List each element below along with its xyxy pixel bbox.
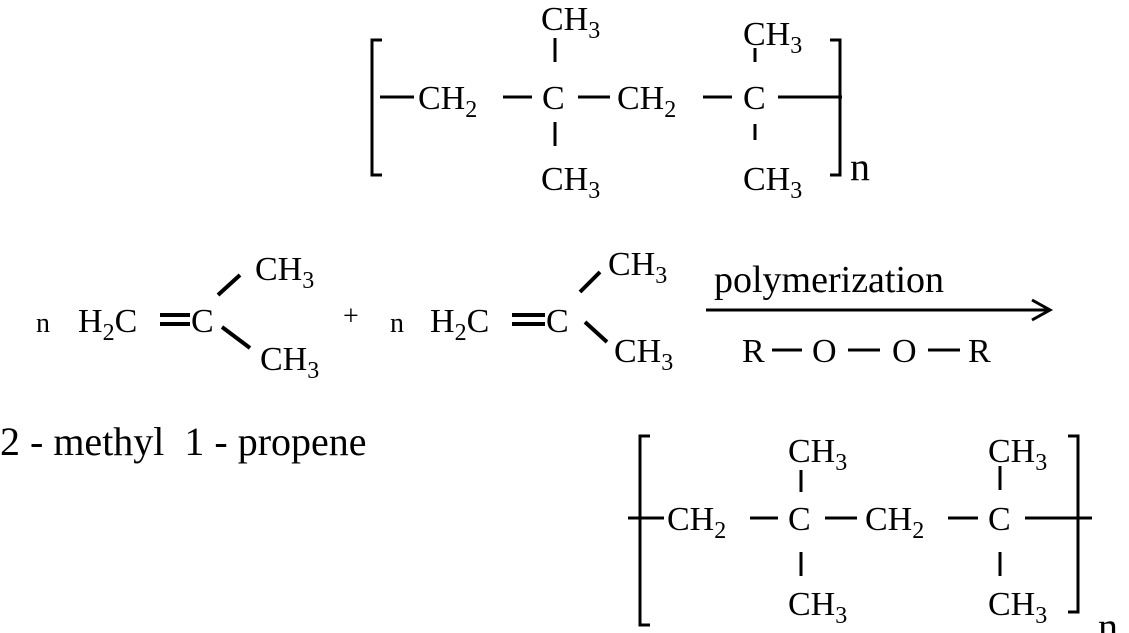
right-bracket [830,38,842,177]
methyl-group: CH3 [743,161,802,204]
polymerization-label: polymerization [714,259,944,301]
repeat-count-n: n [1098,604,1118,633]
monomer-1: n H2C C CH3 CH3 [36,251,319,384]
arrow-head [1031,298,1054,322]
r-group: R [968,333,991,370]
repeat-count-n: n [850,144,870,189]
h2c-group: H2C [430,303,489,346]
methyl-group: CH3 [788,586,847,629]
right-bracket [1068,434,1080,614]
carbon: C [988,501,1011,538]
coefficient-n: n [36,308,50,339]
methyl-group: CH3 [988,433,1047,476]
methyl-group: CH3 [608,246,667,289]
polymer-structure-bottom: CH2 C CH2 C CH3 CH3 CH3 CH3 n [628,433,1118,633]
carbon: C [788,501,811,538]
methyl-group: CH3 [988,586,1047,629]
methyl-group: CH3 [260,341,319,384]
ch2-group: CH2 [667,501,726,544]
carbon: C [546,303,569,340]
r-group: R [742,333,765,370]
methyl-group: CH3 [788,433,847,476]
bond [220,325,252,350]
oxygen: O [812,333,837,370]
carbon: C [743,80,766,117]
oxygen: O [892,333,917,370]
reaction-arrow: polymerization R O O R [706,259,1054,370]
carbon: C [542,80,565,117]
bond [583,320,609,344]
methyl-group: CH3 [743,16,802,59]
polymer-structure-top: CH2 C CH2 C CH3 CH3 CH3 CH3 n [370,1,870,204]
coefficient-n: n [390,308,404,339]
monomer-name: 2 - methyl 1 - propene [0,419,367,464]
monomer-2: n H2C C CH3 CH3 [390,246,673,376]
h2c-group: H2C [78,303,137,346]
methyl-group: CH3 [541,1,600,44]
carbon: C [191,303,214,340]
bond [216,273,242,297]
bond [578,270,602,294]
ch2-group: CH2 [617,80,676,123]
methyl-group: CH3 [255,251,314,294]
ch2-group: CH2 [418,80,477,123]
plus-sign: + [343,301,359,332]
left-bracket [638,434,650,627]
methyl-group: CH3 [541,161,600,204]
methyl-group: CH3 [614,333,673,376]
left-bracket [370,38,382,177]
peroxide-initiator: R O O R [742,333,991,370]
ch2-group: CH2 [865,501,924,544]
